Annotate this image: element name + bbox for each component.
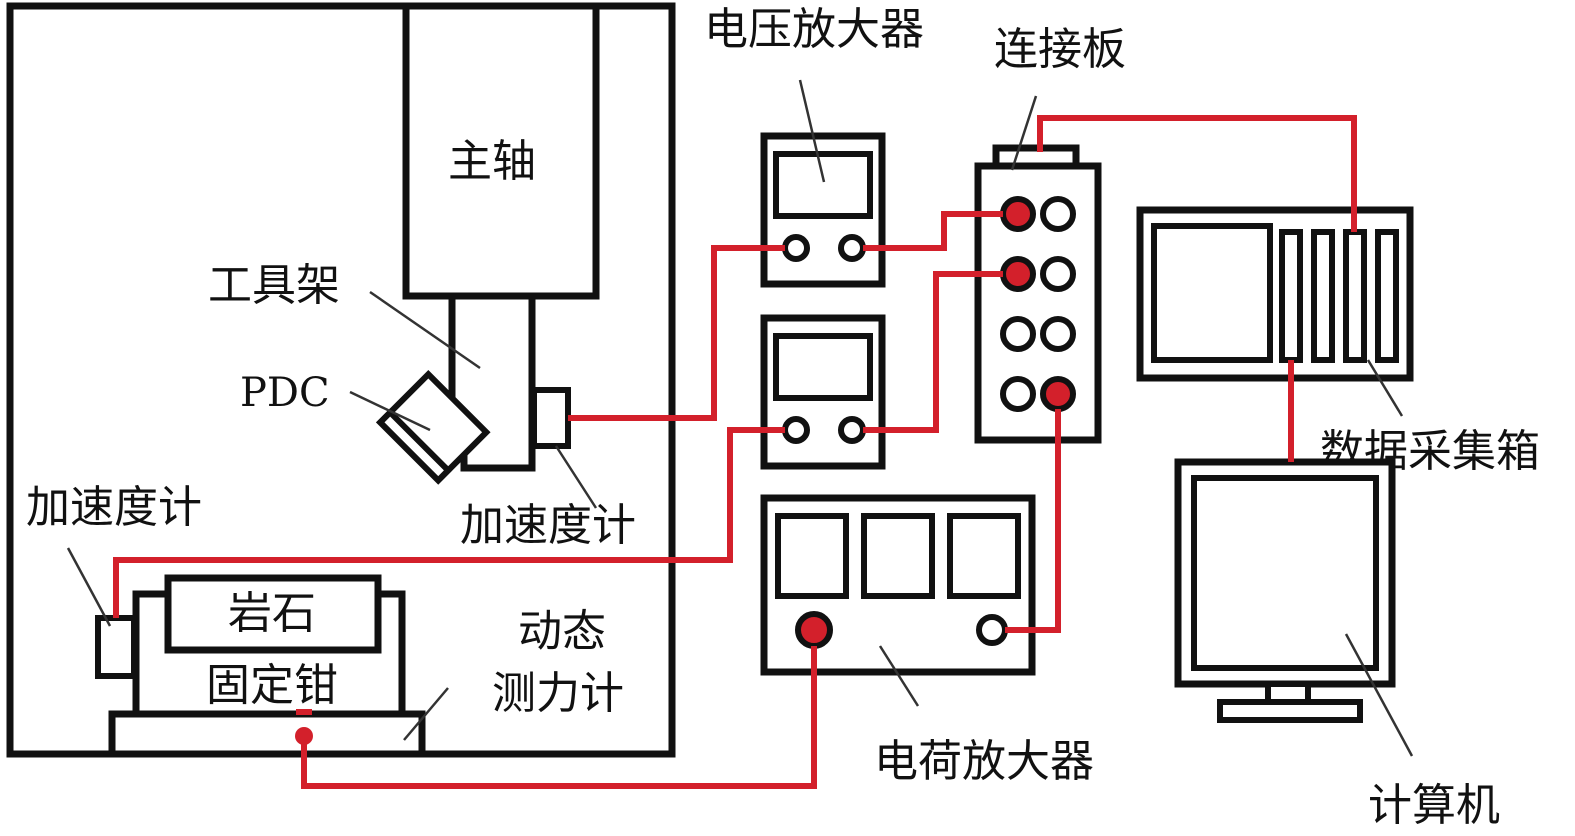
charge-amplifier-label: 电荷放大器 bbox=[874, 736, 1094, 787]
accelerometer-right-label: 加速度计 bbox=[460, 500, 636, 551]
wire-accel-left-to-voltage-amp-2 bbox=[113, 427, 785, 618]
wire-dynamometer-to-charge-amp bbox=[301, 646, 817, 789]
pdc-leader bbox=[349, 390, 431, 432]
computer-label: 计算机 bbox=[1368, 780, 1500, 831]
accelerometer-right-leader bbox=[554, 445, 598, 509]
tool-holder-leader bbox=[369, 290, 481, 370]
computer-leader bbox=[1344, 633, 1414, 757]
wire-accel-right-to-voltage-amp-1 bbox=[568, 245, 785, 421]
rock-label: 岩石 bbox=[228, 588, 316, 639]
spindle-label: 主轴 bbox=[448, 136, 536, 187]
charge-amplifier-leader bbox=[878, 645, 920, 707]
computer bbox=[1174, 458, 1396, 723]
voltage-amplifier-1 bbox=[760, 132, 886, 288]
wire-voltage-amp-2-to-board bbox=[863, 271, 1003, 433]
voltage-amplifier-label: 电压放大器 bbox=[704, 4, 924, 55]
accelerometer-left bbox=[95, 615, 137, 679]
dynamometer-label-line2: 测力计 bbox=[492, 668, 624, 719]
daq-box bbox=[1136, 206, 1414, 382]
pdc-cutter bbox=[376, 370, 491, 485]
spindle bbox=[402, 2, 600, 300]
rock bbox=[164, 574, 382, 654]
accelerometer-left-label: 加速度计 bbox=[26, 482, 202, 533]
tool-holder-label: 工具架 bbox=[208, 260, 340, 311]
dynamometer-connector bbox=[295, 727, 313, 745]
wire-board-to-daq bbox=[1037, 115, 1357, 232]
dynamometer-leader bbox=[403, 687, 449, 741]
connection-board-leader bbox=[1010, 95, 1038, 171]
voltage-amplifier-leader bbox=[798, 79, 826, 183]
accelerometer-left-leader bbox=[66, 547, 112, 627]
daq-box-leader bbox=[1366, 359, 1404, 417]
wire-voltage-amp-1-to-board bbox=[863, 211, 1003, 251]
charge-amplifier bbox=[760, 494, 1036, 676]
dynamometer-plate bbox=[108, 710, 426, 758]
clamp-label: 固定钳 bbox=[206, 660, 338, 711]
connection-board bbox=[974, 144, 1102, 444]
connection-board-label: 连接板 bbox=[994, 24, 1126, 75]
dynamometer-label-line1: 动态 bbox=[518, 606, 606, 657]
voltage-amplifier-2 bbox=[760, 314, 886, 470]
accelerometer-right bbox=[531, 387, 571, 449]
pdc-label: PDC bbox=[240, 370, 330, 416]
wire-board-to-charge-amp bbox=[1005, 409, 1061, 633]
